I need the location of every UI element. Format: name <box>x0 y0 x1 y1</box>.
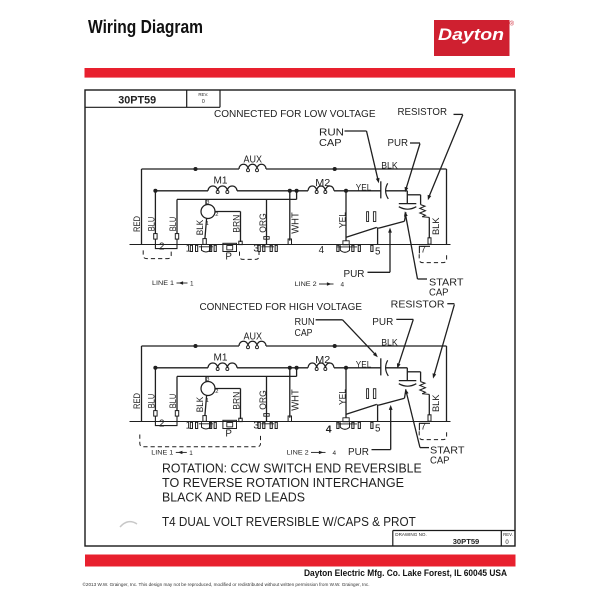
svg-text:YEL: YEL <box>356 182 372 193</box>
svg-text:REV.: REV. <box>198 92 208 97</box>
svg-text:4: 4 <box>333 450 337 457</box>
svg-text:PUR: PUR <box>388 138 409 149</box>
svg-text:PUR: PUR <box>348 447 369 458</box>
svg-text:RESISTOR: RESISTOR <box>398 107 448 118</box>
svg-text:CAP: CAP <box>430 456 450 467</box>
svg-text:BLU: BLU <box>167 217 178 232</box>
svg-text:RESISTOR: RESISTOR <box>391 300 445 311</box>
svg-text:5: 5 <box>375 246 381 257</box>
svg-text:TO REVERSE ROTATION INTERCHANG: TO REVERSE ROTATION INTERCHANGE <box>162 475 404 490</box>
svg-text:BLK: BLK <box>194 219 205 235</box>
svg-text:PUR: PUR <box>372 317 393 328</box>
svg-text:RUN: RUN <box>295 317 315 328</box>
svg-text:T4 DUAL VOLT REVERSIBLE W/CAPS: T4 DUAL VOLT REVERSIBLE W/CAPS & PROT <box>162 514 416 529</box>
svg-text:Dayton Electric Mfg. Co. Lake: Dayton Electric Mfg. Co. Lake Forest, IL… <box>304 568 507 578</box>
svg-text:RUN: RUN <box>319 128 344 139</box>
svg-text:CAP: CAP <box>429 288 449 299</box>
svg-text:1: 1 <box>186 243 191 254</box>
svg-text:2: 2 <box>159 242 164 253</box>
svg-text:Wiring Diagram: Wiring Diagram <box>88 16 203 37</box>
svg-text:LINE 1: LINE 1 <box>152 280 174 287</box>
svg-text:4: 4 <box>326 425 332 436</box>
svg-text:7: 7 <box>421 243 426 254</box>
svg-text:LINE 2: LINE 2 <box>287 450 309 457</box>
svg-text:1: 1 <box>189 450 193 457</box>
svg-text:CONNECTED FOR HIGH VOLTAGE: CONNECTED FOR HIGH VOLTAGE <box>200 301 363 313</box>
svg-text:3: 3 <box>206 200 209 206</box>
svg-text:RED: RED <box>131 216 142 232</box>
svg-text:CONNECTED FOR LOW VOLTAGE: CONNECTED FOR LOW VOLTAGE <box>214 108 376 120</box>
svg-text:LINE 1: LINE 1 <box>151 450 173 457</box>
svg-text:4: 4 <box>341 281 345 288</box>
svg-text:BLACK AND RED LEADS: BLACK AND RED LEADS <box>162 489 305 504</box>
svg-text:WHT: WHT <box>291 212 302 234</box>
svg-text:©2013 W.W. Grainger, Inc. T: ©2013 W.W. Grainger, Inc. This design ma… <box>83 582 370 587</box>
svg-text:4: 4 <box>319 245 325 256</box>
svg-text:YEL: YEL <box>337 212 348 228</box>
svg-text:BLK: BLK <box>430 217 441 235</box>
svg-text:3: 3 <box>253 244 259 255</box>
svg-text:DRAWING NO.: DRAWING NO. <box>395 532 426 537</box>
svg-text:AUX: AUX <box>244 155 263 166</box>
svg-text:®: ® <box>510 21 515 28</box>
svg-text:2: 2 <box>215 212 218 218</box>
svg-text:30PT59: 30PT59 <box>118 94 156 106</box>
svg-text:1: 1 <box>206 221 209 227</box>
svg-text:LINE 2: LINE 2 <box>295 281 317 288</box>
svg-text:30PT59: 30PT59 <box>453 537 480 546</box>
svg-text:ORG: ORG <box>257 213 268 233</box>
svg-text:BLU: BLU <box>146 217 157 232</box>
svg-text:REV.: REV. <box>503 532 513 537</box>
svg-text:CAP: CAP <box>319 138 342 149</box>
svg-text:CAP: CAP <box>295 328 313 339</box>
svg-text:M2: M2 <box>315 178 330 189</box>
svg-text:BLK: BLK <box>381 161 398 171</box>
svg-text:PUR: PUR <box>344 269 365 280</box>
svg-text:START: START <box>429 277 464 288</box>
svg-text:START: START <box>430 445 465 456</box>
svg-text:0: 0 <box>202 99 205 105</box>
svg-text:ROTATION: CCW SWITCH END REVER: ROTATION: CCW SWITCH END REVERSIBLE <box>162 460 422 475</box>
svg-text:Dayton: Dayton <box>438 26 504 44</box>
svg-text:P: P <box>225 251 232 262</box>
svg-text:0: 0 <box>505 540 509 546</box>
svg-text:1: 1 <box>190 280 194 287</box>
svg-text:BRN: BRN <box>231 215 242 233</box>
svg-text:M1: M1 <box>214 176 228 187</box>
